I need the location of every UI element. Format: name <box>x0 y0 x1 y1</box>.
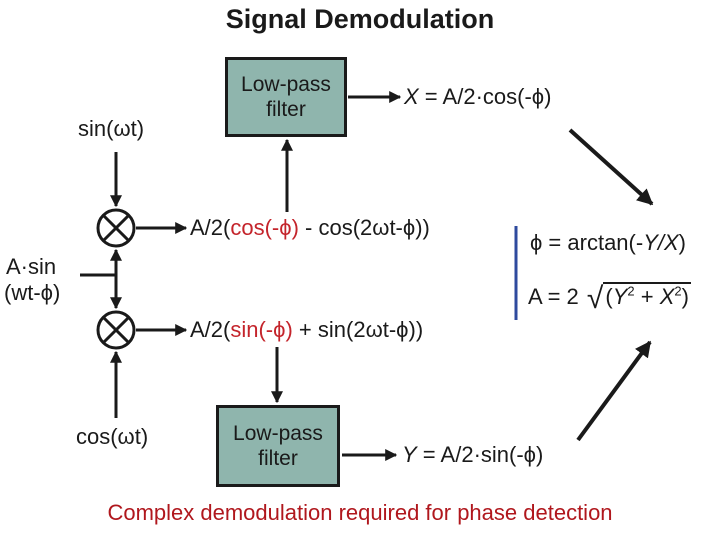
filter-bottom-line2: filter <box>258 447 298 470</box>
signal-label-line2: (wt-ϕ) <box>4 280 61 305</box>
mixer-bottom-highlight: sin(-ϕ) <box>230 317 293 342</box>
diagram-title: Signal Demodulation <box>225 4 495 34</box>
phase-ratio: Y/X <box>643 230 679 255</box>
phase-close: ) <box>678 230 686 255</box>
phase-lhs: ϕ = arctan(- <box>530 230 644 255</box>
mixer-top <box>96 208 136 248</box>
x-output-equation: X = A/2·cos(-ϕ) <box>404 84 551 110</box>
amplitude-lhs: A = 2 <box>528 284 585 309</box>
low-pass-filter-top: Low-pass filter <box>225 57 347 137</box>
signal-label-line1: A·sin <box>6 254 57 279</box>
mixer-bottom-prefix: A/2( <box>190 317 231 342</box>
mixer-top-prefix: A/2( <box>190 215 231 240</box>
y-output-equation: Y = A/2·sin(-ϕ) <box>402 442 543 468</box>
y-expression: = A/2·sin(-ϕ) <box>416 442 544 467</box>
radicand-y-exponent: 2 <box>627 283 635 299</box>
cos-reference-label: cos(ωt) <box>76 424 149 449</box>
arrow-x-to-result <box>568 128 654 206</box>
sqrt-sign: √ <box>586 282 604 315</box>
amplitude-equation: A = 2 √(Y2 + X2) <box>528 282 691 315</box>
mixer-top-output: A/2(cos(-ϕ) - cos(2ωt-ϕ)) <box>190 215 430 241</box>
filter-top-line1: Low-pass <box>241 73 331 96</box>
arrow-y-to-result <box>576 340 652 442</box>
radicand-y: Y <box>612 284 628 309</box>
radicand-x-exponent: 2 <box>674 283 682 299</box>
filter-bottom-line1: Low-pass <box>233 422 323 445</box>
diagram-caption: Complex demodulation required for phase … <box>107 500 613 525</box>
radicand-plus: + <box>634 284 660 309</box>
sin-reference-label: sin(ωt) <box>78 116 145 141</box>
low-pass-filter-bottom: Low-pass filter <box>216 405 340 487</box>
mixer-top-highlight: cos(-ϕ) <box>230 215 299 240</box>
radicand: (Y2 + X2) <box>603 282 691 309</box>
mixer-bottom-suffix: + sin(2ωt-ϕ)) <box>298 317 424 342</box>
phase-equation: ϕ = arctan(-Y/X) <box>530 230 686 256</box>
x-expression: = A/2·cos(-ϕ) <box>418 84 552 109</box>
y-variable: Y <box>402 442 417 467</box>
x-variable: X <box>404 84 419 109</box>
radicand-x: X <box>659 284 675 309</box>
filter-top-line2: filter <box>266 98 306 121</box>
mixer-bottom <box>96 310 136 350</box>
mixer-bottom-output: A/2(sin(-ϕ) + sin(2ωt-ϕ)) <box>190 317 423 343</box>
mixer-top-suffix: - cos(2ωt-ϕ)) <box>305 215 430 240</box>
